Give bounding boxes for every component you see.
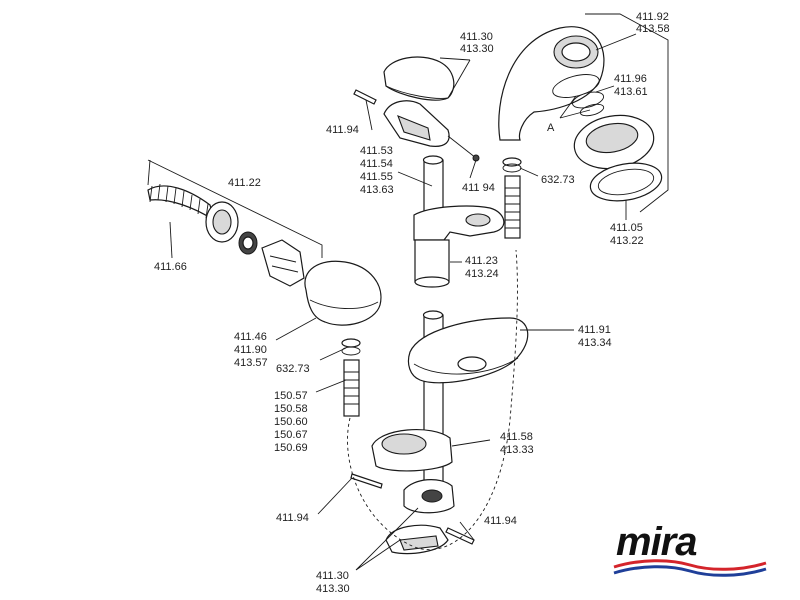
leader-lines <box>169 33 637 571</box>
label-elbow-kit: 411.22 <box>228 177 261 189</box>
label-o-rings-b: 413.61 <box>614 86 648 98</box>
label-hose-e: 150.69 <box>274 442 308 454</box>
label-washer-right: 632.73 <box>541 174 575 186</box>
olive-part <box>238 231 258 255</box>
label-riser-rail-a: 411.53 <box>360 145 393 157</box>
label-hose-left: 411.66 <box>154 261 187 273</box>
mira-logo-text: mira <box>616 520 697 564</box>
logo-wave-red <box>613 559 767 571</box>
slider-part <box>413 205 505 288</box>
logo-wave-blue <box>613 565 767 577</box>
label-hose-c: 150.60 <box>274 416 308 428</box>
label-head-holder-cover-b: 413.30 <box>460 43 494 55</box>
nut-ring-part <box>205 201 239 243</box>
label-handset-b: 413.58 <box>636 23 670 35</box>
label-slider-b: 413.24 <box>465 268 499 280</box>
screw-top-left-part <box>353 89 377 105</box>
label-handset-a: 411.92 <box>636 11 669 23</box>
hose-connector-left-part <box>343 359 360 417</box>
label-spray-ring-b: 413.22 <box>610 235 644 247</box>
handset-part <box>498 26 605 141</box>
label-bottom-cover-a: 411.30 <box>316 570 349 582</box>
mira-logo: mira <box>610 515 770 585</box>
label-outlet-cover-c: 413.57 <box>234 357 268 369</box>
label-screw-bottom-right: 411.94 <box>484 515 517 527</box>
screw-top-right-part <box>447 135 480 162</box>
label-bracket-a: 411.58 <box>500 431 533 443</box>
holder-body-part <box>383 100 450 147</box>
label-outlet-cover-a: 411.46 <box>234 331 267 343</box>
label-head-holder-cover-a: 411.30 <box>460 31 493 43</box>
flexible-hose-part <box>147 183 215 222</box>
o-rings-part <box>552 74 605 117</box>
outlet-cover-part <box>304 260 382 326</box>
label-slider-a: 411.23 <box>465 255 498 267</box>
bottom-bracket-part <box>403 479 455 514</box>
label-riser-rail-c: 411.55 <box>360 171 393 183</box>
label-riser-rail-b: 411.54 <box>360 158 393 170</box>
label-o-rings-ref: A <box>547 122 555 134</box>
label-hose-b: 150.58 <box>274 403 308 415</box>
holder-cover-top-part <box>383 56 455 101</box>
label-soap-dish-b: 413.34 <box>578 337 612 349</box>
spray-ring-part <box>589 162 663 202</box>
washer-left-part <box>341 338 361 356</box>
soap-dish-part <box>407 317 529 384</box>
elbow-part <box>261 239 305 287</box>
bracket-part <box>371 428 453 472</box>
label-screw-bottom-left: 411.94 <box>276 512 309 524</box>
label-bottom-cover-b: 413.30 <box>316 583 350 595</box>
label-riser-rail-d: 413.63 <box>360 184 394 196</box>
label-outlet-cover-b: 411.90 <box>234 344 267 356</box>
screw-bottom-left-part <box>350 473 383 489</box>
label-hose-d: 150.67 <box>274 429 308 441</box>
hose-connector-right-part <box>504 175 521 239</box>
bottom-cover-part <box>385 524 449 555</box>
label-washer-left: 632.73 <box>276 363 310 375</box>
label-spray-ring-a: 411.05 <box>610 222 643 234</box>
label-soap-dish-a: 411.91 <box>578 324 611 336</box>
label-o-rings-a: 411.96 <box>614 73 647 85</box>
screw-bottom-right-part <box>445 527 475 545</box>
label-screw-top-right: 411 94 <box>462 182 495 194</box>
label-bracket-b: 413.33 <box>500 444 534 456</box>
label-screw-top: 411.94 <box>326 124 359 136</box>
label-hose-a: 150.57 <box>274 390 308 402</box>
washer-right-part <box>502 157 522 173</box>
